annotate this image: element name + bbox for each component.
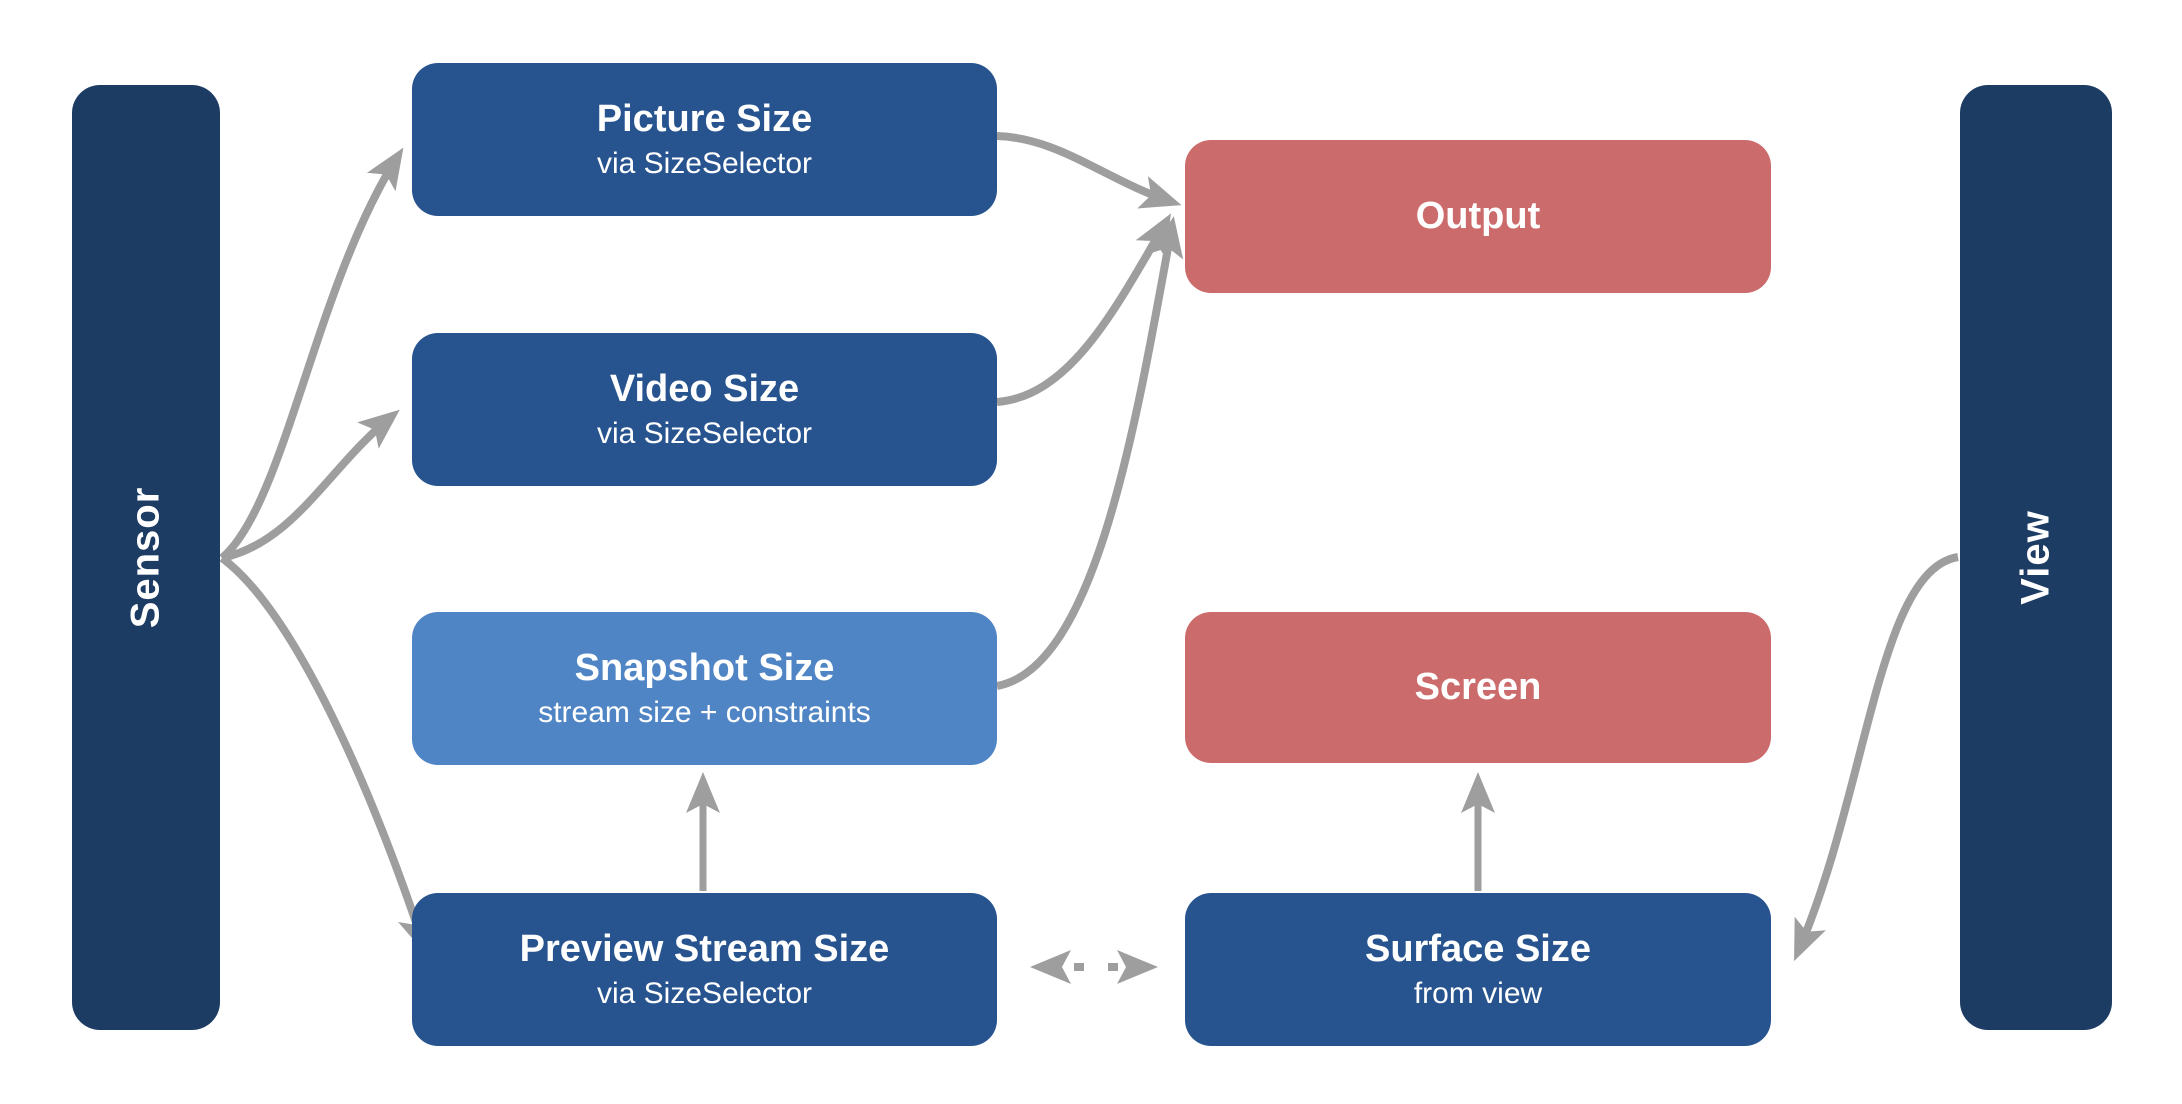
node-title: Screen — [1414, 665, 1542, 708]
node-title: Output — [1415, 194, 1541, 237]
node-subtitle: via SizeSelector — [596, 976, 813, 1010]
node-subtitle: from view — [1413, 976, 1543, 1010]
edge-video-size-to-output — [996, 213, 1172, 406]
node-output: Output — [1185, 140, 1771, 293]
edge-picture-size-to-output — [996, 132, 1182, 209]
view-lane-label: View — [2013, 510, 2058, 605]
node-subtitle: stream size + constraints — [538, 695, 871, 729]
node-screen: Screen — [1185, 612, 1771, 763]
node-title: Preview Stream Size — [519, 928, 890, 971]
node-subtitle: via SizeSelector — [596, 146, 813, 180]
view-lane: View — [1960, 85, 2112, 1030]
edge-snapshot-size-to-output — [996, 216, 1184, 690]
node-title: Surface Size — [1365, 928, 1591, 971]
node-picture-size: Picture Size via SizeSelector — [412, 63, 997, 216]
node-title: Snapshot Size — [574, 647, 835, 690]
sensor-lane: Sensor — [72, 85, 220, 1030]
node-surface-size: Surface Size from view — [1185, 893, 1771, 1046]
node-subtitle: via SizeSelector — [596, 416, 813, 450]
node-title: Picture Size — [596, 98, 813, 141]
edge-sensor-to-picture-size — [219, 147, 404, 562]
node-video-size: Video Size via SizeSelector — [412, 333, 997, 486]
edge-sensor-to-preview-stream-size — [219, 554, 431, 956]
node-preview-stream-size: Preview Stream Size via SizeSelector — [412, 893, 997, 1046]
sensor-lane-label: Sensor — [123, 486, 168, 629]
edge-sensor-to-video-size — [221, 409, 400, 562]
node-title: Video Size — [609, 368, 800, 411]
node-snapshot-size: Snapshot Size stream size + constraints — [412, 612, 997, 765]
edge-view-to-surface-size — [1794, 553, 1959, 962]
